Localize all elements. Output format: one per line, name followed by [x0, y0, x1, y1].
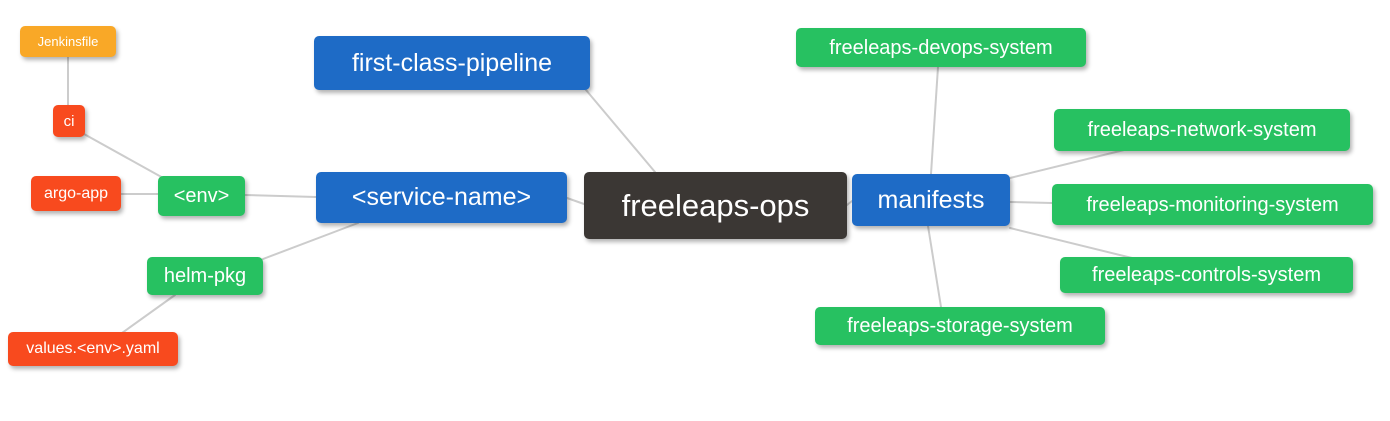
- node-storage-system[interactable]: freeleaps-storage-system: [815, 307, 1105, 345]
- node-helm-pkg[interactable]: helm-pkg: [147, 257, 263, 295]
- node-monitoring-system[interactable]: freeleaps-monitoring-system: [1052, 184, 1373, 225]
- edge-values-env-yaml-to-helm-pkg: [121, 294, 176, 334]
- edge-service-name-to-freeleaps-ops: [566, 197, 585, 205]
- node-ci[interactable]: ci: [53, 105, 85, 137]
- edge-manifests-to-network-system: [1009, 149, 1125, 179]
- edge-helm-pkg-to-service-name: [262, 222, 359, 260]
- node-freeleaps-ops[interactable]: freeleaps-ops: [584, 172, 847, 239]
- edge-freeleaps-ops-to-manifests: [846, 200, 853, 206]
- edge-env-to-service-name: [244, 194, 317, 198]
- node-service-name[interactable]: <service-name>: [316, 172, 567, 223]
- node-devops-system[interactable]: freeleaps-devops-system: [796, 28, 1086, 67]
- node-network-system[interactable]: freeleaps-network-system: [1054, 109, 1350, 151]
- edge-first-class-pipeline-to-freeleaps-ops: [585, 89, 656, 173]
- node-controls-system[interactable]: freeleaps-controls-system: [1060, 257, 1353, 293]
- edge-manifests-to-devops-system: [930, 66, 939, 175]
- edge-manifests-to-monitoring-system: [1009, 201, 1053, 204]
- edge-manifests-to-controls-system: [1009, 227, 1133, 259]
- node-manifests[interactable]: manifests: [852, 174, 1010, 226]
- node-argo-app[interactable]: argo-app: [31, 176, 121, 211]
- node-env[interactable]: <env>: [158, 176, 245, 216]
- node-jenkinsfile[interactable]: Jenkinsfile: [20, 26, 116, 57]
- node-first-class-pipeline[interactable]: first-class-pipeline: [314, 36, 590, 90]
- edge-manifests-to-storage-system: [927, 225, 942, 308]
- edge-ci-to-env: [83, 133, 166, 180]
- node-values-env-yaml[interactable]: values.<env>.yaml: [8, 332, 178, 366]
